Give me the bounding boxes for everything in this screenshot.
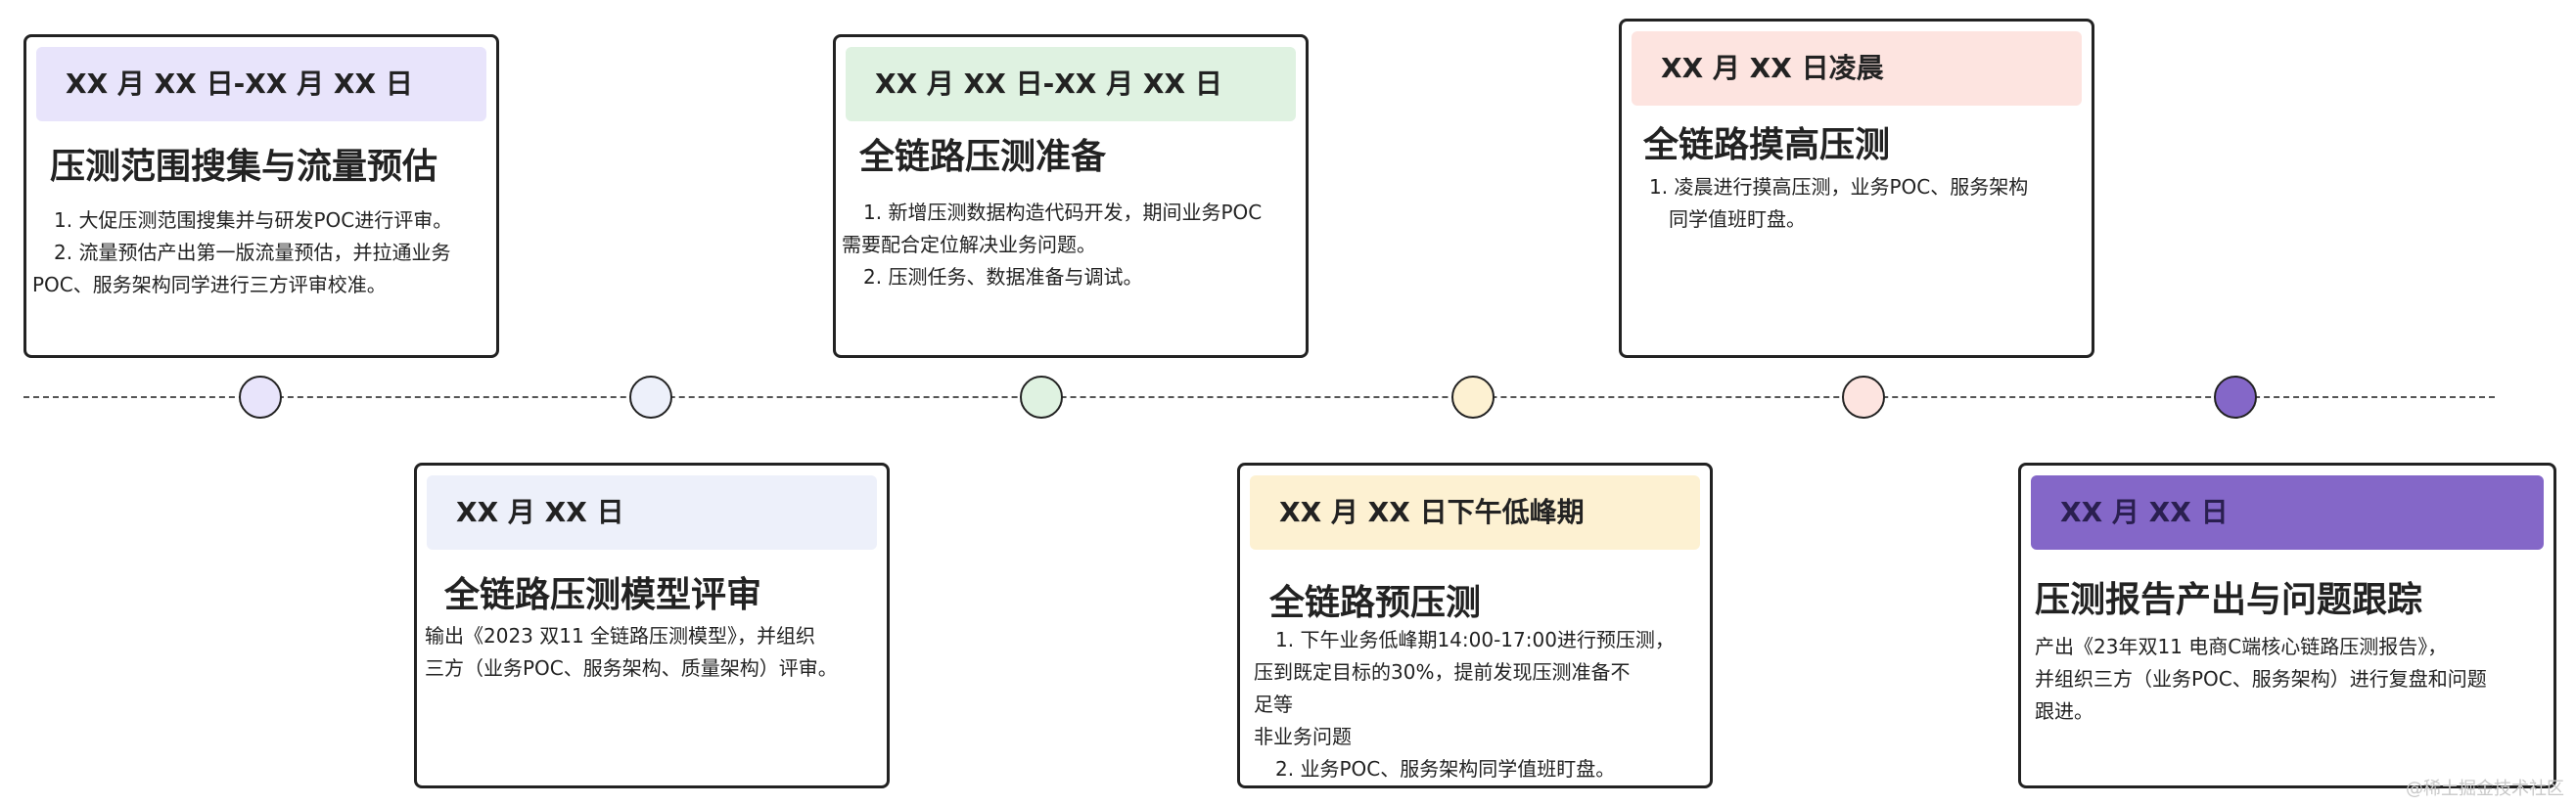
card-line: POC、服务架构同学进行三方评审校准。 (32, 273, 387, 296)
card-date-band: XX 月 XX 日-XX 月 XX 日 (846, 47, 1296, 121)
card-body: 1. 新增压测数据构造代码开发，期间业务POC 需要配合定位解决业务问题。 2.… (842, 197, 1311, 293)
card-line: 1. 大促压测范围搜集并与研发POC进行评审。 (54, 208, 453, 232)
card-line: 产出《23年双11 电商C端核心链路压测报告》， (2035, 635, 2448, 658)
milestone-card-3: XX 月 XX 日-XX 月 XX 日 全链路压测准备 1. 新增压测数据构造代… (833, 34, 1309, 358)
card-line: 并组织三方（业务POC、服务架构）进行复盘和问题 (2035, 667, 2487, 691)
milestone-card-1: XX 月 XX 日-XX 月 XX 日 压测范围搜集与流量预估 1. 大促压测范… (23, 34, 499, 358)
card-line: 2. 流量预估产出第一版流量预估，并拉通业务 (54, 241, 451, 264)
card-line: 1. 凌晨进行摸高压测，业务POC、服务架构 (1649, 175, 2029, 199)
card-body: 1. 下午业务低峰期14:00-17:00进行预压测， 压到既定目标的30%，提… (1254, 624, 1710, 785)
timeline-node-3 (1020, 376, 1063, 419)
timeline-node-6 (2214, 376, 2257, 419)
timeline-node-2 (629, 376, 672, 419)
card-date-band: XX 月 XX 日凌晨 (1632, 31, 2082, 106)
card-date-band: XX 月 XX 日-XX 月 XX 日 (36, 47, 486, 121)
card-body: 输出《2023 双11 全链路压测模型》，并组织 三方（业务POC、服务架构、质… (425, 620, 891, 685)
milestone-card-2: XX 月 XX 日 全链路压测模型评审 输出《2023 双11 全链路压测模型》… (414, 463, 890, 788)
card-date-band: XX 月 XX 日下午低峰期 (1250, 475, 1700, 550)
timeline-node-1 (239, 376, 282, 419)
card-line: 非业务问题 (1254, 725, 1352, 748)
card-line: 2. 压测任务、数据准备与调试。 (863, 265, 1143, 289)
milestone-card-5: XX 月 XX 日凌晨 全链路摸高压测 1. 凌晨进行摸高压测，业务POC、服务… (1619, 19, 2094, 358)
card-line: 1. 下午业务低峰期14:00-17:00进行预压测， (1275, 628, 1675, 651)
card-title: 全链路摸高压测 (1643, 125, 1891, 165)
card-line: 跟进。 (2035, 699, 2093, 723)
watermark: @稀土掘金技术社区 (2406, 779, 2564, 799)
card-body: 产出《23年双11 电商C端核心链路压测报告》， 并组织三方（业务POC、服务架… (2035, 631, 2553, 728)
card-title: 全链路预压测 (1269, 583, 1482, 623)
card-body: 1. 大促压测范围搜集并与研发POC进行评审。 2. 流量预估产出第一版流量预估… (32, 204, 502, 301)
card-date-band: XX 月 XX 日 (427, 475, 877, 550)
card-line: 1. 新增压测数据构造代码开发，期间业务POC (863, 201, 1263, 224)
card-title: 全链路压测准备 (859, 137, 1107, 177)
card-line: 足等 (1254, 693, 1293, 716)
milestone-card-6: XX 月 XX 日 压测报告产出与问题跟踪 产出《23年双11 电商C端核心链路… (2018, 463, 2556, 788)
card-line: 输出《2023 双11 全链路压测模型》，并组织 (425, 624, 816, 648)
timeline-node-4 (1451, 376, 1495, 419)
card-line: 需要配合定位解决业务问题。 (842, 233, 1096, 256)
card-title: 压测范围搜集与流量预估 (50, 147, 438, 187)
timeline-node-5 (1842, 376, 1885, 419)
card-date-band: XX 月 XX 日 (2031, 475, 2544, 550)
card-title: 压测报告产出与问题跟踪 (2035, 580, 2423, 620)
card-title: 全链路压测模型评审 (444, 575, 762, 615)
card-line: 2. 业务POC、服务架构同学值班盯盘。 (1275, 757, 1616, 781)
card-line: 压到既定目标的30%，提前发现压测准备不 (1254, 660, 1631, 684)
card-line: 同学值班盯盘。 (1669, 207, 1806, 231)
timeline-axis (23, 396, 2495, 398)
card-body: 1. 凌晨进行摸高压测，业务POC、服务架构 同学值班盯盘。 (1628, 171, 2093, 236)
milestone-card-4: XX 月 XX 日下午低峰期 全链路预压测 1. 下午业务低峰期14:00-17… (1237, 463, 1713, 788)
card-line: 三方（业务POC、服务架构、质量架构）评审。 (425, 656, 838, 680)
